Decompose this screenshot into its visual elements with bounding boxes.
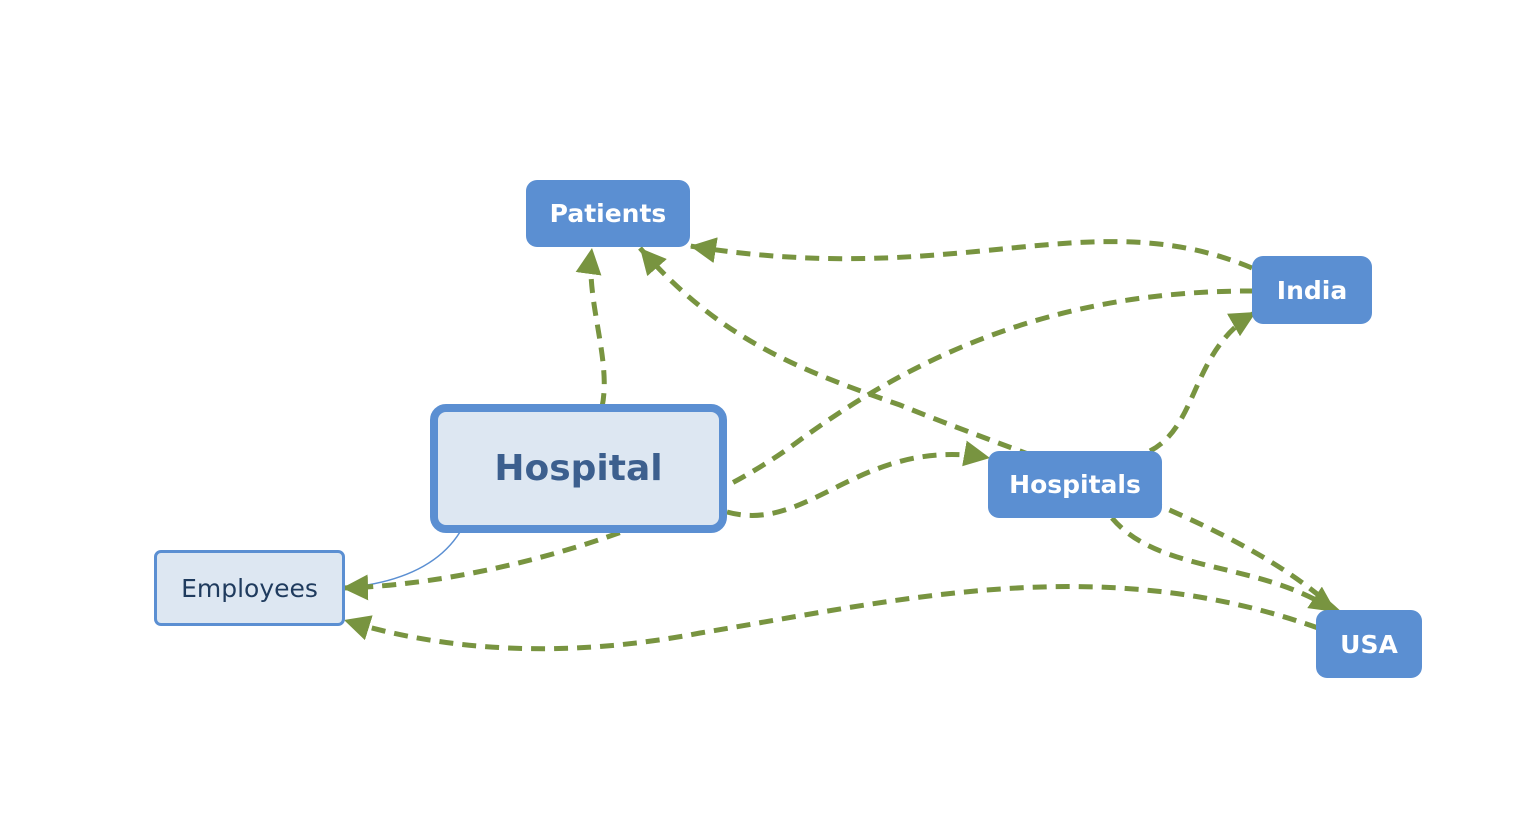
edge-usa-to-patients [638, 246, 1340, 614]
node-hospitals-label: Hospitals [1009, 470, 1141, 499]
edge-hospital-to-patients [575, 247, 607, 408]
node-hospital-label: Hospital [494, 448, 663, 489]
node-employees[interactable]: Employees [154, 550, 345, 626]
node-employees-label: Employees [181, 573, 318, 603]
edge-hospital-to-hospitals [726, 440, 991, 518]
node-hospitals[interactable]: Hospitals [988, 451, 1162, 518]
edge-usa-to-employees [343, 584, 1319, 652]
edge-india-to-employees [341, 288, 1255, 601]
node-usa-label: USA [1340, 629, 1398, 659]
node-india-label: India [1276, 275, 1348, 305]
node-patients-label: Patients [549, 199, 667, 228]
node-patients[interactable]: Patients [526, 180, 690, 247]
node-hospital[interactable]: Hospital [430, 404, 727, 533]
edge-india-to-patients [689, 237, 1253, 271]
connector-hospital-employees [344, 531, 461, 589]
edge-hospitals-to-usa [1110, 516, 1338, 615]
edge-hospitals-to-india [1148, 309, 1258, 454]
node-india[interactable]: India [1252, 256, 1372, 324]
node-usa[interactable]: USA [1316, 610, 1422, 678]
